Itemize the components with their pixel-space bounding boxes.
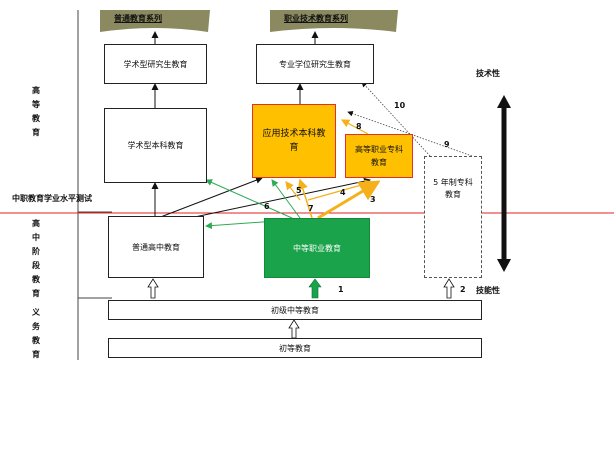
banner-academic-label: 普通教育系列 [114,14,162,23]
banner-vocational-shape [270,10,398,32]
applied-undergraduate-label: 应用技术本科教育 [262,129,326,153]
hollow-arrow-five-year [443,278,455,299]
primary-label: 初等教育 [279,343,311,353]
arrow-green-to-applied [271,179,301,219]
axis-bottom-label: 技能性 [476,286,500,295]
academic-graduate-box: 学术型研究生教育 [104,44,207,84]
professional-graduate-box: 专业学位研究生教育 [256,44,374,84]
academic-undergraduate-label: 学术型本科教育 [127,141,184,150]
path-number-10: 10 [394,101,406,110]
higher-vocational-label: 高等职业专科教育 [355,145,403,167]
green-arrow-secondary [308,278,322,299]
professional-graduate-label: 专业学位研究生教育 [279,59,351,69]
academic-undergraduate-box: 学术型本科教育 [104,108,207,183]
five-year-label: 5 年制专科教育 [433,178,473,199]
five-year-box: 5 年制专科教育 [424,156,482,278]
junior-middle-label: 初级中等教育 [271,305,319,315]
level-higher-label: 高等教育 [32,86,40,137]
arrow-green-to-academic [205,179,293,219]
path-number-5: 5 [296,186,302,195]
arrow-general-to-applied [157,176,263,219]
path-number-1: 1 [338,285,344,294]
exam-label: 中职教育学业水平测试 [12,194,92,203]
secondary-vocational-box: 中等职业教育 [264,218,370,278]
general-high-box: 普通高中教育 [108,216,204,278]
arrow-orange-7 [297,178,313,219]
applied-undergraduate-box: 应用技术本科教育 [252,104,336,178]
arrow-orange-3 [317,180,381,220]
arrow-orange-5 [285,181,301,201]
primary-box: 初等教育 [108,338,482,358]
path-number-2: 2 [460,285,466,294]
level-compulsory-label: 义务教育 [32,308,40,359]
higher-vocational-box: 高等职业专科教育 [345,134,413,178]
academic-graduate-label: 学术型研究生教育 [123,59,188,69]
path-number-4: 4 [340,188,346,197]
path-number-9: 9 [444,140,450,149]
skill-axis-bottom-head [497,259,511,272]
junior-middle-box: 初级中等教育 [108,300,482,320]
hollow-arrow-general-high [147,278,159,299]
path-number-7: 7 [308,204,314,213]
arrow-dotted-9 [347,110,473,157]
hollow-arrow-primary-to-junior [288,319,300,339]
banner-academic-shape [100,10,210,32]
banner-vocational-label: 职业技术教育系列 [284,14,348,23]
path-number-8: 8 [356,122,362,131]
general-high-label: 普通高中教育 [132,242,180,252]
skill-axis-top-head [497,95,511,108]
secondary-vocational-label: 中等职业教育 [293,243,341,253]
level-high-school-label: 高中阶段教育 [32,219,40,298]
arrow-orange-8 [340,119,369,135]
path-number-6: 6 [264,202,270,211]
arrow-orange-4 [307,179,374,201]
axis-top-label: 技术性 [476,69,500,78]
path-number-3: 3 [370,195,376,204]
arrow-general-to-vocational [189,177,371,219]
